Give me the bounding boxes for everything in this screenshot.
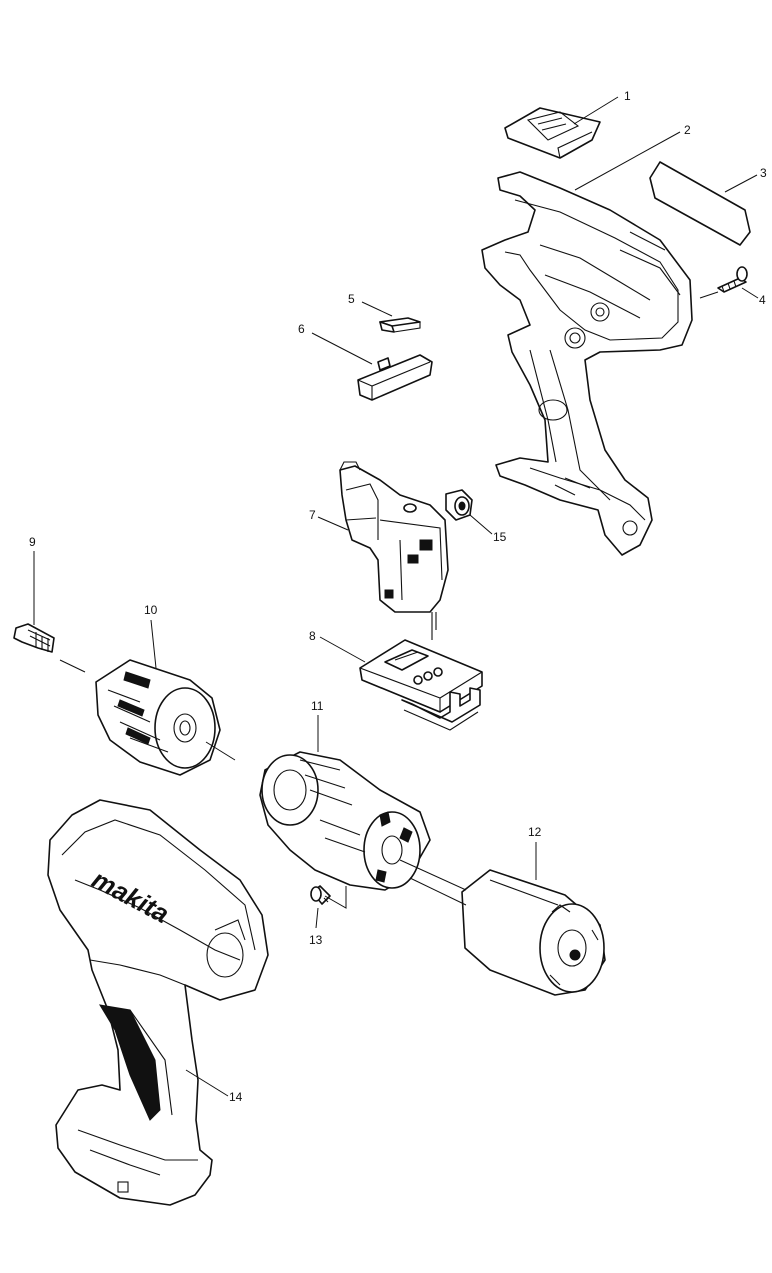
- callout-10: 10: [144, 603, 158, 617]
- housing-set-icon: makita: [47, 799, 269, 1206]
- callout-4: 4: [759, 293, 766, 307]
- callout-1: 1: [624, 89, 631, 103]
- leader-lines: [33, 96, 759, 1097]
- tapping-screw-icon: [717, 266, 748, 293]
- callout-9: 9: [29, 535, 36, 549]
- callout-6: 6: [298, 322, 305, 336]
- gear-assembly-icon: [259, 751, 431, 891]
- name-plate-icon: [649, 161, 751, 246]
- change-lever-icon: [357, 354, 433, 401]
- switch-button-icon: [504, 107, 601, 159]
- pan-head-screw-icon: [310, 885, 331, 905]
- rubber-pin-icon: [445, 489, 473, 521]
- callout-12: 12: [528, 825, 542, 839]
- callout-7: 7: [309, 508, 316, 522]
- dc-motor-icon: [461, 869, 606, 996]
- callout-11: 11: [311, 699, 324, 713]
- callout-labels: 1 2 3 4 5 6 7 8 9 10 11 12 13 14 15: [29, 89, 767, 1104]
- trigger-switch-icon: [339, 461, 449, 640]
- chuck-bolt-icon: [13, 623, 55, 653]
- callout-2: 2: [684, 123, 691, 137]
- callout-8: 8: [309, 629, 316, 643]
- callout-3: 3: [760, 166, 767, 180]
- callout-14: 14: [229, 1090, 243, 1104]
- housing-half-icon: [481, 171, 693, 556]
- callout-5: 5: [348, 292, 355, 306]
- controller-board-icon: [359, 639, 483, 731]
- compression-spring-icon: [379, 317, 421, 333]
- callout-13: 13: [309, 933, 323, 947]
- keyless-chuck-icon: [95, 659, 221, 776]
- callout-15: 15: [493, 530, 507, 544]
